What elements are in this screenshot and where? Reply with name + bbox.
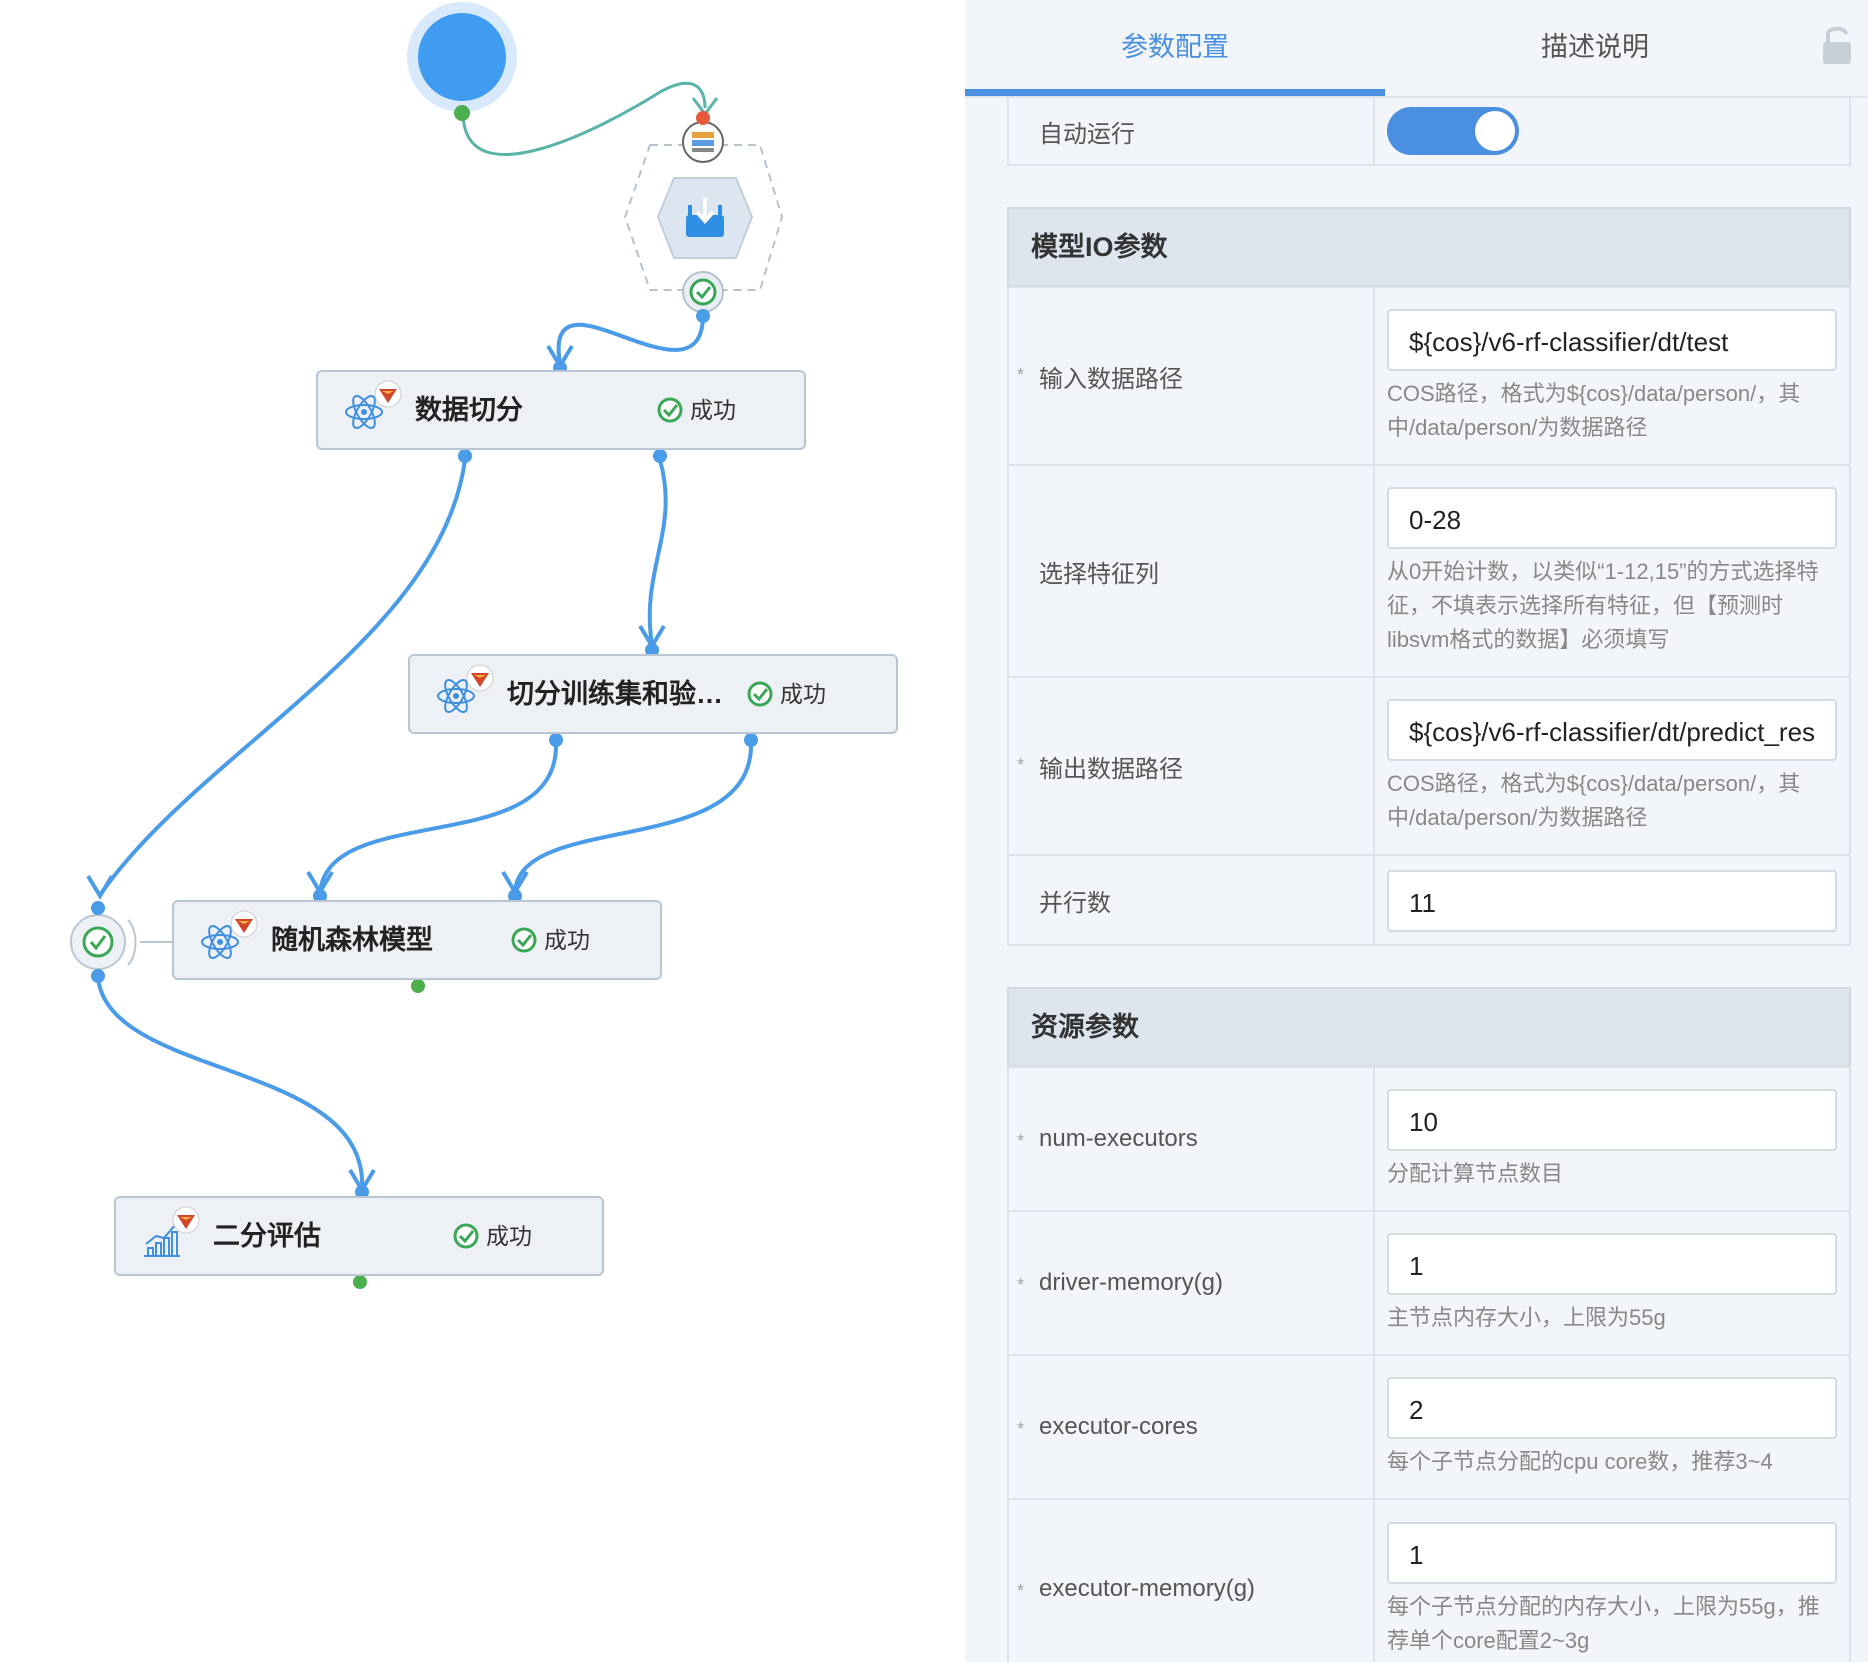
spark-badge-icon — [466, 664, 494, 692]
param-label: 输出数据路径 — [1039, 755, 1183, 783]
success-check-icon — [747, 681, 773, 707]
edge-trainval-to-rf-a — [318, 741, 559, 893]
node-random-forest[interactable]: 随机森林模型 成功 — [172, 900, 662, 980]
param-label: num-executors — [1039, 1125, 1198, 1152]
tab-description[interactable]: 描述说明 — [1541, 32, 1649, 62]
config-panel: 参数配置 描述说明 自动运行 模型IO参数 * 输入数据路径 ${cos}/v6-… — [965, 0, 1868, 1662]
input-path-field[interactable]: ${cos}/v6-rf-classifier/dt/test — [1387, 309, 1837, 371]
required-marker: * — [1017, 1419, 1025, 1439]
edge-split-to-rf — [98, 459, 467, 897]
executor-memory-field[interactable]: 1 — [1387, 1522, 1837, 1584]
param-hint: 每个子节点分配的内存大小，上限为55g，推荐单个core配置2~3g — [1387, 1594, 1820, 1653]
param-hint: 分配计算节点数目 — [1387, 1161, 1564, 1186]
atom-icon — [437, 679, 475, 713]
param-label: executor-cores — [1039, 1413, 1198, 1440]
node-status: 成功 — [452, 1220, 532, 1252]
node-title: 随机森林模型 — [271, 925, 433, 955]
success-check-icon — [657, 397, 683, 423]
auto-run-toggle[interactable] — [1387, 107, 1519, 155]
workflow-canvas[interactable]: 数据切分 成功 切分训练集和验证集 成功 — [0, 0, 965, 1662]
dataset-node-outline — [623, 144, 784, 291]
edge-dataset-to-split — [556, 314, 705, 366]
executor-cores-field[interactable]: 2 — [1387, 1377, 1837, 1439]
num-executors-field[interactable]: 10 — [1387, 1089, 1837, 1151]
edge-rf-to-eval — [96, 977, 365, 1191]
param-label: 输入数据路径 — [1039, 365, 1183, 393]
panel-tabs: 参数配置 描述说明 — [965, 0, 1868, 98]
active-tab-indicator — [965, 89, 1385, 96]
parallelism-field[interactable]: 11 — [1387, 870, 1837, 932]
node-title: 数据切分 — [415, 395, 523, 425]
driver-memory-field[interactable]: 1 — [1387, 1233, 1837, 1295]
resource-params-table: * num-executors 10 分配计算节点数目 * driver-memor… — [1007, 1066, 1851, 1662]
chart-icon — [144, 1223, 180, 1257]
lock-icon[interactable] — [1820, 24, 1854, 66]
node-train-val-split[interactable]: 切分训练集和验证集 成功 — [408, 654, 898, 734]
spark-badge-icon — [230, 910, 258, 938]
required-marker: * — [1017, 1275, 1025, 1295]
param-label: 并行数 — [1039, 889, 1111, 917]
section-title-io: 模型IO参数 — [1007, 207, 1851, 287]
io-params-table: *输入数据路径 ${cos}/v6-rf-classifier/dt/test … — [1007, 286, 1851, 946]
spark-badge-icon — [172, 1206, 200, 1234]
success-check-icon — [511, 927, 537, 953]
param-label: driver-memory(g) — [1039, 1269, 1224, 1296]
node-data-split[interactable]: 数据切分 成功 — [316, 370, 806, 450]
required-marker: * — [1017, 364, 1025, 385]
atom-icon — [201, 925, 239, 959]
required-marker: * — [1017, 1131, 1025, 1151]
auto-run-label: 自动运行 — [1007, 96, 1375, 166]
param-hint: COS路径，格式为${cos}/data/person/，其中/data/per… — [1387, 381, 1801, 440]
node-status: 成功 — [656, 394, 736, 426]
node-title: 切分训练集和验证集 — [507, 679, 739, 709]
toggle-knob — [1475, 111, 1515, 151]
param-hint: COS路径，格式为${cos}/data/person/，其中/data/per… — [1387, 771, 1801, 830]
spark-badge-icon — [374, 380, 402, 408]
auto-run-table: 自动运行 — [1007, 96, 1851, 166]
param-hint: 主节点内存大小，上限为55g — [1387, 1305, 1666, 1330]
required-marker: * — [1017, 1581, 1025, 1601]
edge-trainval-to-rf-b — [513, 741, 754, 893]
param-hint: 每个子节点分配的cpu core数，推荐3~4 — [1387, 1449, 1773, 1474]
edge-start-to-dataset — [461, 81, 707, 156]
tab-params[interactable]: 参数配置 — [1121, 32, 1229, 62]
atom-icon — [345, 395, 383, 429]
output-path-field[interactable]: ${cos}/v6-rf-classifier/dt/predict_res — [1387, 699, 1837, 761]
param-label: 选择特征列 — [1039, 560, 1159, 588]
param-hint: 从0开始计数，以类似“1-12,15”的方式选择特征，不填表示选择所有特征，但【… — [1387, 559, 1819, 652]
edge-split-to-trainval — [647, 459, 668, 646]
node-status: 成功 — [746, 678, 826, 710]
required-marker: * — [1017, 754, 1025, 775]
feature-columns-field[interactable]: 0-28 — [1387, 487, 1837, 549]
node-status: 成功 — [510, 924, 590, 956]
workflow-edges — [70, 2, 784, 1289]
param-label: executor-memory(g) — [1039, 1575, 1256, 1602]
auto-run-cell — [1373, 96, 1851, 166]
success-check-icon — [453, 1223, 479, 1249]
section-title-resource: 资源参数 — [1007, 987, 1851, 1067]
download-icon — [686, 198, 724, 237]
node-title: 二分评估 — [213, 1221, 321, 1251]
node-binary-eval[interactable]: 二分评估 成功 — [114, 1196, 604, 1276]
